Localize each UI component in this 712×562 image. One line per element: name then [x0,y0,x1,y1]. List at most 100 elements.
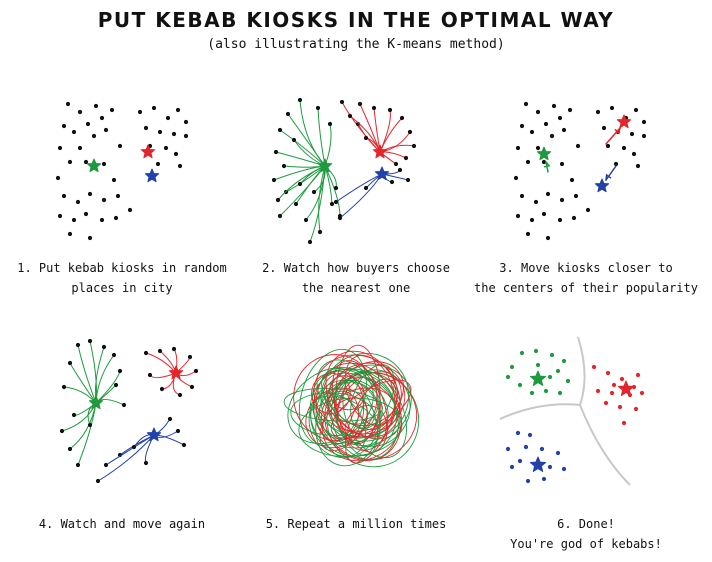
buyer-dot [67,446,73,452]
step-2-panel [270,92,470,272]
step-4-drawing [59,338,199,484]
buyer-dot [515,430,521,436]
buyer-dot [595,388,601,394]
scribble-loop [334,361,404,427]
buyer-dot [157,129,163,135]
buyer-dot [527,432,533,438]
buyer-dot [635,163,641,169]
buyer-dot [273,149,279,155]
path-line [153,434,185,446]
buyer-dot [399,115,405,121]
buyer-dot [75,342,81,348]
path-line [299,99,326,167]
buyer-dot [547,464,553,470]
buyer-dot [541,211,547,217]
buyer-dot [629,131,635,137]
buyer-dot [177,163,183,169]
step-2-caption-line1: 2. Watch how buyers choose [262,261,450,275]
buyer-dot [619,376,625,382]
region-border [579,404,631,486]
buyer-dot [605,370,611,376]
page-subtitle: (also illustrating the K-means method) [207,37,505,52]
step-5-drawing [283,344,420,468]
kiosk-star-icon [86,158,102,173]
buyer-dot [285,111,291,117]
kiosk-star-icon [146,427,162,442]
buyer-dot [67,360,73,366]
buyer-dot [87,338,93,344]
path-line [324,123,332,167]
step-5-caption-line1: 5. Repeat a million times [265,517,447,531]
step-6-drawing [499,336,645,486]
arrow-head [614,127,621,135]
kiosk-star-icon [140,144,156,159]
buyer-dot [111,177,117,183]
buyer-dot [75,462,81,468]
scribble-loop [312,395,381,446]
buyer-dot [77,109,83,115]
buyer-dot [595,109,601,115]
buyer-dot [519,123,525,129]
buyer-dot [117,143,123,149]
buyer-dot [55,175,61,181]
buyer-dot [143,460,149,466]
buyer-dot [513,175,519,181]
buyer-dot [551,103,557,109]
buyer-dot [555,368,561,374]
buyer-dot [557,390,563,396]
buyer-dot [519,193,525,199]
buyer-dot [639,390,645,396]
step-3-panel [508,92,708,272]
buyer-dot [173,151,179,157]
buyer-dot [525,231,531,237]
buyer-dot [137,109,143,115]
step-1-caption-line2: places in city [71,281,173,295]
kiosk-star-icon [594,178,610,193]
scribble-loop [334,369,411,448]
buyer-dot [127,207,133,213]
buyer-dot [585,207,591,213]
step-3-caption: 3. Move kiosks closer to the centers of … [470,258,702,298]
scribble-loop [321,368,389,430]
buyer-dot [333,185,339,191]
buyer-dot [561,358,567,364]
buyer-dot [543,121,549,127]
buyer-dot [555,450,561,456]
path-line [77,402,97,466]
buyer-dot [535,362,541,368]
buyer-dot [77,145,83,151]
buyer-dot [523,101,529,107]
buyer-dot [297,181,303,187]
buyer-dot [71,412,77,418]
buyer-dot [575,143,581,149]
buyer-dot [187,354,193,360]
kiosk-star-icon [372,144,388,159]
buyer-dot [67,231,73,237]
buyer-dot [175,428,181,434]
buyer-dot [635,372,641,378]
buyer-dot [311,189,317,195]
buyer-dot [515,145,521,151]
buyer-dot [113,215,119,221]
buyer-dot [155,161,161,167]
buyer-dot [533,348,539,354]
step-5-panel [275,335,475,515]
buyer-dot [101,161,107,167]
buyer-dot [631,151,637,157]
buyer-dot [143,125,149,131]
buyer-dot [561,127,567,133]
buyer-dot [545,235,551,241]
buyer-dot [61,384,67,390]
buyer-dot [565,378,571,384]
buyer-dot [275,197,281,203]
buyer-dot [83,159,89,165]
buyer-dot [293,201,299,207]
scribble-loop [321,390,360,440]
buyer-dot [529,129,535,135]
buyer-dot [333,199,339,205]
buyer-dot [529,217,535,223]
kiosk-star-icon [144,168,160,183]
path-line [379,109,391,153]
step-3-drawing [513,101,647,241]
buyer-dot [411,143,417,149]
